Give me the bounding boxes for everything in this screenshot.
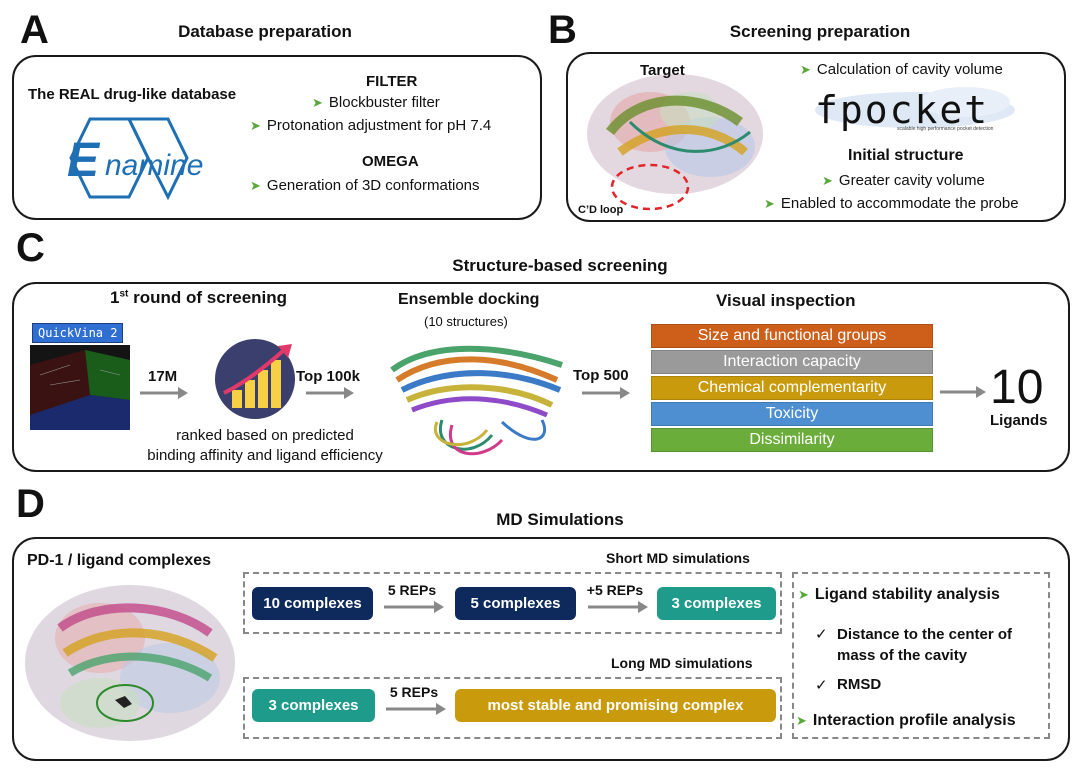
arrow-label-plus5reps: +5 REPs — [586, 582, 644, 598]
check-item-distance: ✓ Distance to the center of mass of the … — [815, 626, 1013, 664]
green-arrow-icon: ➤ — [250, 117, 261, 133]
enamine-logo-text: namine — [105, 149, 204, 182]
pill-5-complexes: 5 complexes — [455, 587, 576, 620]
analysis-interaction: ➤Interaction profile analysis — [796, 712, 1016, 729]
panel-d-title: MD Simulations — [496, 510, 624, 529]
ranked-line-1: ranked based on predicted — [176, 427, 354, 444]
arrow-icon — [386, 703, 446, 715]
panel-d-box — [12, 537, 1070, 761]
complex-label: PD-1 / ligand complexes — [27, 552, 212, 569]
quickvina-cube-image — [30, 345, 130, 430]
cavity-item: ➤Calculation of cavity volume — [800, 61, 1003, 78]
criterion-bar-toxicity: Toxicity — [651, 402, 933, 426]
target-protein-image — [580, 62, 770, 217]
short-md-box — [243, 572, 782, 634]
step-top100k: Top 100k — [296, 368, 360, 385]
filter-item-2: ➤Protonation adjustment for pH 7.4 — [250, 117, 492, 134]
fpocket-logo-text: fpocket — [815, 88, 990, 132]
panel-a-box — [12, 55, 542, 220]
fpocket-tagline: scalable high performance pocket detecti… — [897, 126, 994, 132]
database-label: The REAL drug-like database — [28, 86, 237, 103]
step-top500: Top 500 — [573, 367, 629, 384]
initial-item-1: ➤Greater cavity volume — [822, 172, 985, 189]
green-arrow-icon: ➤ — [822, 172, 833, 188]
panel-b-letter: B — [548, 8, 577, 52]
arrow-label-5reps: 5 REPs — [387, 582, 437, 598]
criterion-bar-interaction: Interaction capacity — [651, 350, 933, 374]
omega-item-1: ➤Generation of 3D conformations — [250, 177, 480, 194]
panel-b-box — [566, 52, 1066, 222]
pill-3-complexes-short: 3 complexes — [657, 587, 776, 620]
fpocket-logo: fpocket scalable high performance pocket… — [805, 84, 1025, 136]
panel-a-title: Database preparation — [178, 22, 352, 41]
ranked-line-2: binding affinity and ligand efficiency — [147, 447, 383, 464]
arrow-icon — [940, 386, 986, 398]
check-item-rmsd: ✓ RMSD — [815, 676, 882, 694]
pill-3-complexes-long: 3 complexes — [252, 689, 375, 722]
arrow-icon — [588, 601, 648, 613]
arrow-icon — [384, 601, 444, 613]
ensemble-subtitle: (10 structures) — [424, 314, 508, 329]
check-icon: ✓ — [815, 626, 828, 643]
ensemble-title: Ensemble docking — [398, 291, 540, 308]
pill-10-complexes: 10 complexes — [252, 587, 373, 620]
step-17m: 17M — [148, 368, 178, 385]
check-icon: ✓ — [815, 677, 828, 694]
green-arrow-icon: ➤ — [250, 177, 261, 193]
round-title: 1st round of screening — [110, 288, 288, 307]
omega-heading: OMEGA — [362, 153, 419, 170]
initial-heading: Initial structure — [848, 147, 964, 164]
panel-c-letter: C — [16, 226, 45, 270]
analysis-box — [792, 572, 1050, 739]
filter-item-1: ➤Blockbuster filter — [312, 94, 440, 111]
visual-title: Visual inspection — [716, 291, 856, 310]
pill-most-stable-complex: most stable and promising complex — [455, 689, 776, 722]
panel-d-letter: D — [16, 482, 45, 526]
complex-protein-image — [20, 578, 240, 748]
criterion-bar-dissimilarity: Dissimilarity — [651, 428, 933, 452]
arrow-icon — [306, 387, 354, 399]
arrow-icon — [582, 387, 630, 399]
target-label: Target — [640, 62, 685, 79]
quickvina-label: QuickVina 2 — [32, 323, 124, 343]
criterion-bar-complementarity: Chemical complementarity — [651, 376, 933, 400]
enamine-logo: E namine — [45, 113, 235, 203]
filter-heading: FILTER — [366, 73, 418, 90]
green-arrow-icon: ➤ — [798, 587, 809, 602]
panel-b-title: Screening preparation — [729, 22, 911, 41]
panel-a-letter: A — [20, 8, 49, 52]
enamine-logo-e: E — [67, 134, 100, 187]
long-md-box — [243, 677, 782, 739]
arrow-label-long-5reps: 5 REPs — [389, 684, 439, 700]
green-arrow-icon: ➤ — [312, 94, 323, 110]
short-md-label: Short MD simulations — [606, 550, 750, 566]
ranking-chart-icon — [214, 338, 296, 420]
green-arrow-icon: ➤ — [796, 713, 807, 728]
result-number: 10 — [990, 361, 1044, 414]
criterion-bar-size: Size and functional groups — [651, 324, 933, 348]
long-md-label: Long MD simulations — [611, 655, 753, 671]
result-label: Ligands — [990, 412, 1048, 429]
panel-c-box — [12, 282, 1070, 472]
initial-item-2: ➤Enabled to accommodate the probe — [764, 195, 1019, 212]
panel-c-title: Structure-based screening — [452, 256, 668, 275]
ensemble-structures-image — [382, 330, 572, 465]
green-arrow-icon: ➤ — [764, 195, 775, 211]
arrow-icon — [140, 387, 188, 399]
analysis-stability: ➤Ligand stability analysis — [798, 586, 1000, 603]
loop-label: C’D loop — [578, 204, 624, 216]
green-arrow-icon: ➤ — [800, 61, 811, 77]
